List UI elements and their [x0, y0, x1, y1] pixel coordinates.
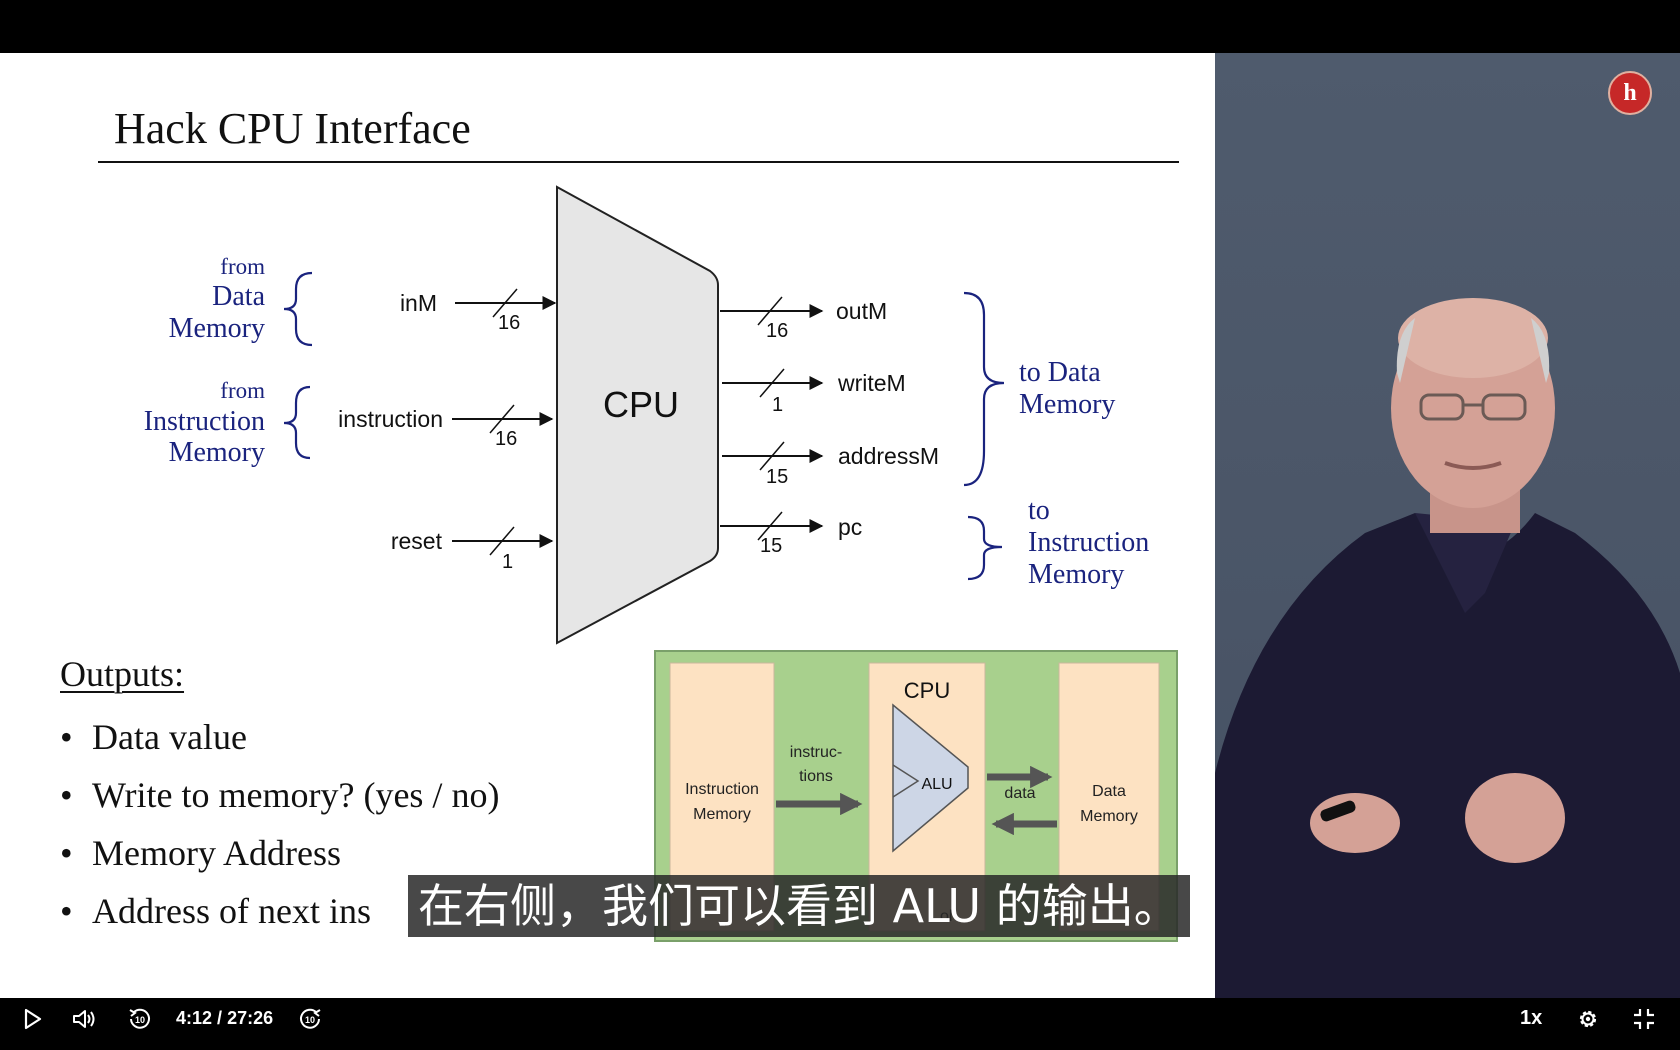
fullscreen-exit-icon: [1634, 1009, 1654, 1029]
forward-10-icon: 10: [300, 1008, 321, 1029]
outputs-item: Data value: [60, 708, 499, 766]
output-pc-label: pc: [838, 514, 862, 540]
top-black-bar: [0, 0, 1680, 53]
output-addressM-width: 15: [766, 466, 788, 488]
inset-data-mem-2: Memory: [1080, 808, 1138, 825]
inset-alu-shape: [892, 703, 969, 853]
input-instruction-width: 16: [495, 428, 517, 450]
output-outM-label: outM: [836, 298, 887, 324]
current-time: 4:12: [176, 1008, 213, 1028]
input-inM-width: 16: [498, 312, 520, 334]
title-rule: [98, 161, 1179, 163]
source-instr-brace: [283, 385, 311, 460]
output-outM-width: 16: [766, 320, 788, 342]
rewind-10-icon: 10: [129, 1008, 150, 1029]
dest-instr-line3: Memory: [1028, 559, 1124, 590]
time-display: 4:12 / 27:26: [176, 998, 273, 1050]
dest-instr-line2: Instruction: [1028, 527, 1149, 558]
dest-data-line1: to Data: [1019, 357, 1101, 388]
source-data-from: from: [220, 254, 265, 279]
source-instr-name: Instruction: [144, 406, 265, 437]
volume-button[interactable]: [64, 998, 104, 1050]
inset-instructions-1: instruc-: [790, 744, 842, 761]
outputs-heading: Outputs:: [60, 654, 185, 694]
duration: 27:26: [227, 1008, 274, 1028]
fullscreen-button[interactable]: [1626, 998, 1662, 1050]
output-pc-width: 15: [760, 535, 782, 557]
inset-cpu-title: CPU: [904, 678, 950, 703]
cpu-label: CPU: [603, 384, 679, 425]
dest-instr-brace: [967, 515, 1003, 581]
outputs-list: Data value Write to memory? (yes / no) M…: [60, 708, 499, 940]
input-reset-width: 1: [502, 551, 513, 573]
video-frame[interactable]: Hack CPU Interface CPU inM 16: [0, 53, 1680, 998]
dest-data-brace: [963, 291, 1005, 487]
forward-10-button[interactable]: 10: [290, 998, 330, 1050]
source-data-memory: Memory: [169, 313, 265, 344]
rewind-seconds: 10: [135, 1015, 145, 1025]
presenter-video: [1215, 53, 1680, 998]
cpu-block: [556, 185, 719, 645]
inset-instructions-2: tions: [799, 768, 833, 785]
channel-logo: h: [1608, 71, 1652, 115]
dest-instr-line1: to: [1028, 495, 1050, 526]
inset-instr-mem-1: Instruction: [685, 781, 759, 798]
output-writeM-width: 1: [772, 394, 783, 416]
outputs-item: Address of next ins: [60, 882, 499, 940]
output-writeM-label: writeM: [837, 370, 906, 396]
playback-speed-button[interactable]: 1x: [1520, 1007, 1543, 1029]
output-addressM-label: addressM: [838, 443, 939, 469]
presenter-figure: [1215, 298, 1680, 998]
subtitle-caption: 在右侧，我们可以看到 ALU 的输出。: [408, 875, 1190, 937]
play-button[interactable]: [14, 998, 50, 1050]
dest-data-line2: Memory: [1019, 389, 1115, 420]
rewind-10-button[interactable]: 10: [120, 998, 160, 1050]
source-data-name: Data: [212, 281, 265, 312]
gear-icon: [1579, 1010, 1597, 1028]
input-inM-label: inM: [400, 290, 437, 316]
source-instr-from: from: [220, 378, 265, 403]
settings-button[interactable]: [1570, 998, 1606, 1050]
slide-title: Hack CPU Interface: [114, 104, 471, 153]
inset-data-label: data: [1004, 785, 1035, 802]
forward-seconds: 10: [305, 1015, 315, 1025]
source-data-brace: [283, 271, 313, 347]
time-separator: /: [217, 1008, 223, 1028]
input-reset-label: reset: [391, 528, 443, 554]
inset-alu-label: ALU: [921, 776, 952, 793]
outputs-item: Write to memory? (yes / no): [60, 766, 499, 824]
play-icon: [24, 1008, 42, 1030]
inset-data-mem-1: Data: [1092, 783, 1126, 800]
lecture-slide: Hack CPU Interface CPU inM 16: [0, 53, 1215, 998]
source-instr-memory: Memory: [169, 437, 265, 468]
outputs-item: Memory Address: [60, 824, 499, 882]
inset-instr-mem-2: Memory: [693, 806, 751, 823]
input-instruction-label: instruction: [338, 406, 443, 432]
volume-icon: [73, 1010, 95, 1028]
player-controls: 10 4:12 / 27:26 10 1x: [0, 998, 1680, 1050]
